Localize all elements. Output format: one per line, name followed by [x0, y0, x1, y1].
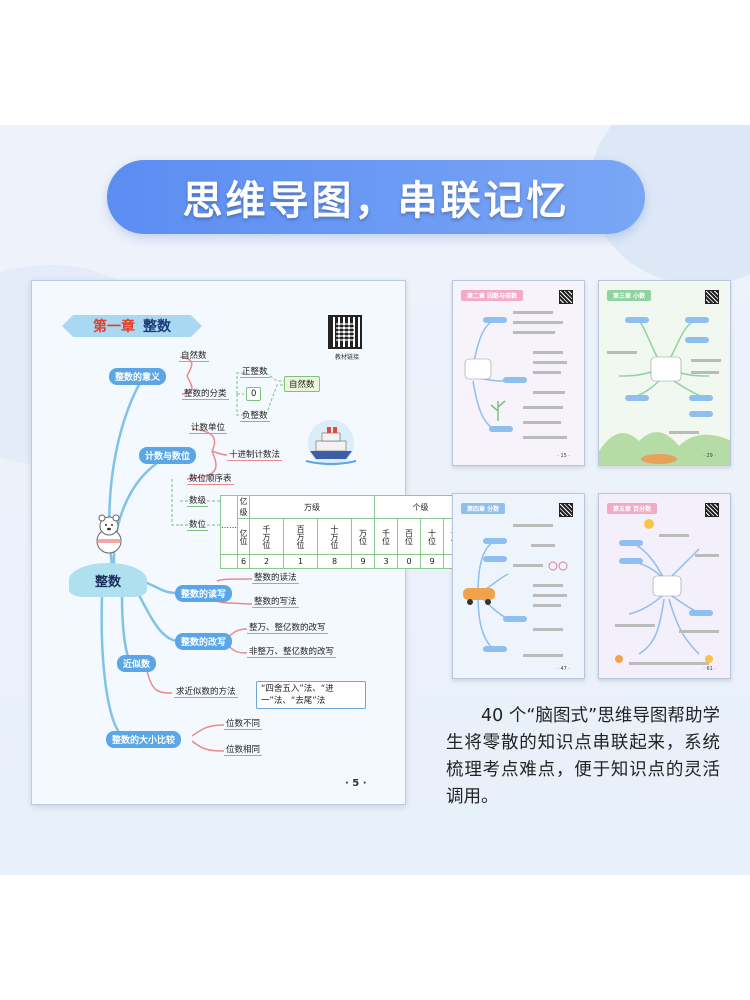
branch-rewrite: 整数的改写 [175, 633, 233, 650]
thumbnail-chapter-3: 第三章 小数 · 29 · [598, 280, 731, 466]
table-position: 千万位 [249, 518, 284, 555]
leaf-zero: 0 [246, 387, 262, 401]
thumbnail-tag: 第三章 小数 [607, 290, 652, 301]
table-digit: 9 [351, 554, 375, 569]
leaf-writing: 整数的写法 [252, 597, 299, 608]
thumbnail-page-number: · 47 · [557, 666, 570, 672]
leaf-classification: 整数的分类 [182, 389, 229, 400]
table-level-wan: 万级 [249, 495, 375, 519]
qr-code-icon [328, 315, 362, 349]
title-banner: 思维导图，串联记忆 [107, 160, 645, 234]
page-number: · 5 · [345, 778, 367, 789]
thumbnail-tag: 第二章 因数与倍数 [461, 290, 524, 301]
branch-approx: 近似数 [117, 655, 157, 672]
bear-icon [96, 514, 122, 554]
table-digit: 3 [374, 554, 398, 569]
qr-code-icon [705, 290, 719, 304]
chapter-name: 整数 [143, 319, 171, 335]
table-digit: 0 [397, 554, 421, 569]
table-cell-dots: …… [220, 495, 238, 555]
thumbnail-page-number: · 15 · [557, 453, 570, 459]
thumbnail-chapter-2: 第二章 因数与倍数 · 15 · [452, 280, 585, 466]
thumbnail-chapter-4: 第四章 分数 · 47 · [452, 493, 585, 679]
thumbnail-mindmap-sketch [463, 524, 568, 657]
table-row-label-level: 数级 [187, 496, 209, 507]
qr-code-icon [559, 503, 573, 517]
table-cell-empty [220, 554, 238, 569]
qr-code-icon [705, 503, 719, 517]
chapter-tag: 第一章 整数 [62, 315, 202, 337]
leaf-positive-integer: 正整数 [240, 367, 270, 378]
table-position: 十万位 [317, 518, 352, 555]
branch-counting: 计数与数位 [139, 447, 197, 464]
table-position: 亿位 [237, 518, 250, 555]
thumbnail-page-number: · 61 · [703, 666, 716, 672]
leaf-decimal-system: 十进制计数法 [227, 450, 283, 461]
chapter-number: 第一章 [93, 319, 135, 335]
table-position: 百位 [397, 518, 421, 555]
thumbnail-chapter-5: 第五章 百分数 · 61 · [598, 493, 731, 679]
place-value-table: …… 亿级 万级 个级 亿位 千万位 百万位 十万位 万位 千位 百位 十位 个… [220, 495, 467, 569]
leaf-approx-detail: “四舍五入”法、“进一”法、“去尾”法 [256, 681, 366, 709]
leaf-negative-integer: 负整数 [240, 411, 270, 422]
leaf-rewrite-whole: 整万、整亿数的改写 [247, 623, 328, 634]
ship-icon [305, 420, 357, 466]
thumbnail-tag: 第四章 分数 [461, 503, 506, 514]
table-digit: 9 [420, 554, 444, 569]
leaf-rewrite-nonwhole: 非整万、整亿数的改写 [247, 647, 337, 658]
table-digit: 1 [283, 554, 318, 569]
mindmap-page: 第一章 整数 教材链接 [31, 280, 467, 805]
branch-read-write: 整数的读写 [175, 585, 233, 602]
thumbnail-mindmap-sketch [464, 311, 567, 439]
leaf-digits-differ: 位数不同 [224, 719, 263, 730]
table-level-ge: 个级 [374, 495, 467, 519]
leaf-digits-same: 位数相同 [224, 745, 263, 756]
table-position: 十位 [420, 518, 444, 555]
table-digit: 2 [249, 554, 284, 569]
leaf-natural-number-group: 自然数 [284, 376, 320, 392]
banner-title: 思维导图，串联记忆 [182, 178, 570, 224]
thumbnail-page-number: · 29 · [703, 453, 716, 459]
leaf-counting-unit: 计数单位 [189, 423, 228, 434]
branch-meaning: 整数的意义 [109, 368, 167, 385]
table-level-yi: 亿级 [237, 495, 250, 519]
table-row-label-position: 数位 [187, 520, 209, 531]
root-node: 整数 [69, 563, 147, 597]
thumbnail-mindmap-sketch [599, 317, 730, 465]
table-position: 千位 [374, 518, 398, 555]
branch-compare: 整数的大小比较 [106, 731, 182, 748]
table-digit: 6 [237, 554, 250, 569]
leaf-place-order-table: 数位顺序表 [187, 474, 234, 485]
qr-code-icon [559, 290, 573, 304]
table-digit: 8 [317, 554, 352, 569]
description-text: 40 个“脑图式”思维导图帮助学生将零散的知识点串联起来，系统梳理考点难点，便于… [446, 706, 720, 807]
table-position: 百万位 [283, 518, 318, 555]
leaf-approx-method: 求近似数的方法 [174, 687, 238, 698]
qr-label: 教材链接 [334, 354, 359, 361]
leaf-natural-number: 自然数 [179, 351, 209, 362]
leaf-reading: 整数的读法 [252, 573, 299, 584]
table-position: 万位 [351, 518, 375, 555]
thumbnail-tag: 第五章 百分数 [607, 503, 658, 514]
thumbnail-mindmap-sketch [615, 519, 719, 665]
